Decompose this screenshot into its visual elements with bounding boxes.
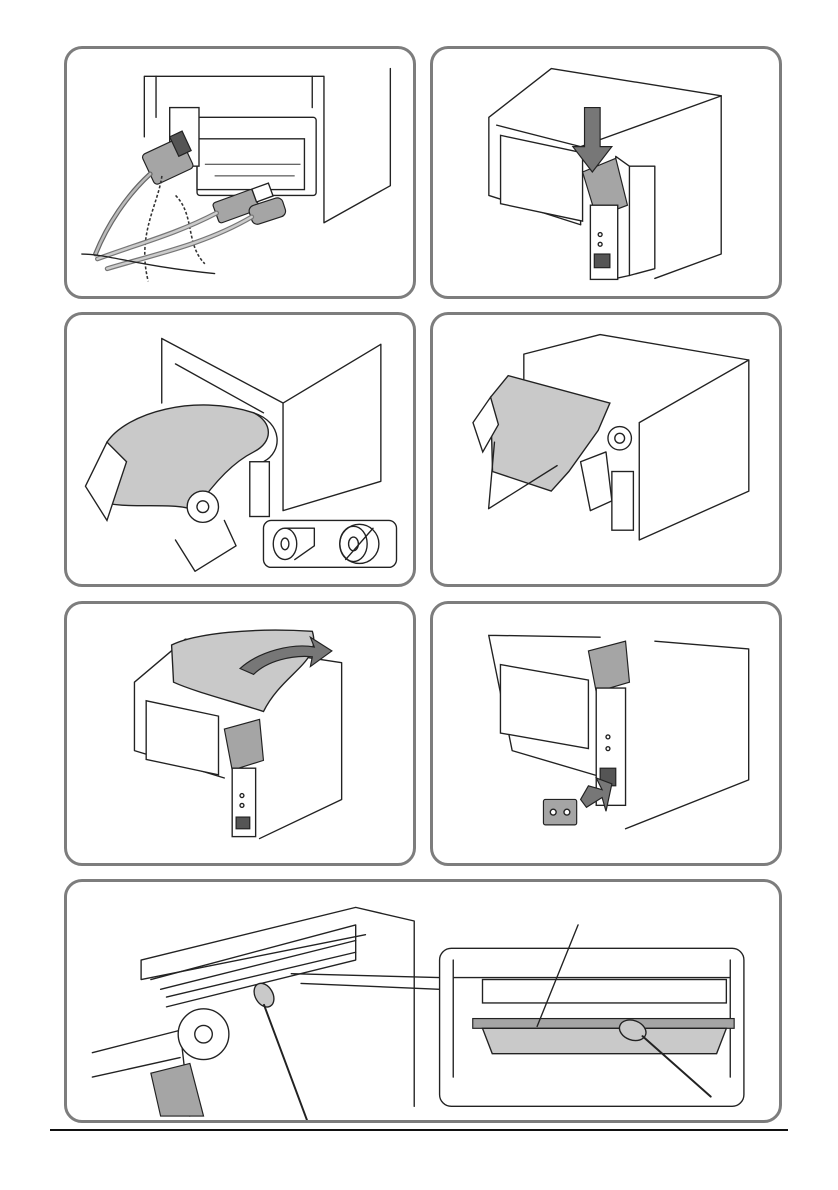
panel-pull-paper-out [430, 312, 782, 587]
paper-loading-illustration [67, 315, 413, 584]
cover-button-illustration [433, 49, 779, 296]
panel-clean-print-head [64, 879, 782, 1123]
footer-rule [50, 1129, 788, 1131]
panel-load-paper-roll [64, 312, 416, 587]
cable-connection-illustration [67, 49, 413, 296]
head-cleaning-illustration [67, 882, 779, 1120]
panel-attach-switch-cover [430, 601, 782, 866]
cover-closing-illustration [67, 604, 413, 863]
paper-exit-illustration [433, 315, 779, 584]
panel-close-cover [64, 601, 416, 866]
panel-connect-cables [64, 46, 416, 299]
panel-press-cover-button [430, 46, 782, 299]
switch-cover-illustration [433, 604, 779, 863]
switch-cover-piece [543, 799, 576, 824]
cotton-swab-icon [250, 980, 307, 1120]
